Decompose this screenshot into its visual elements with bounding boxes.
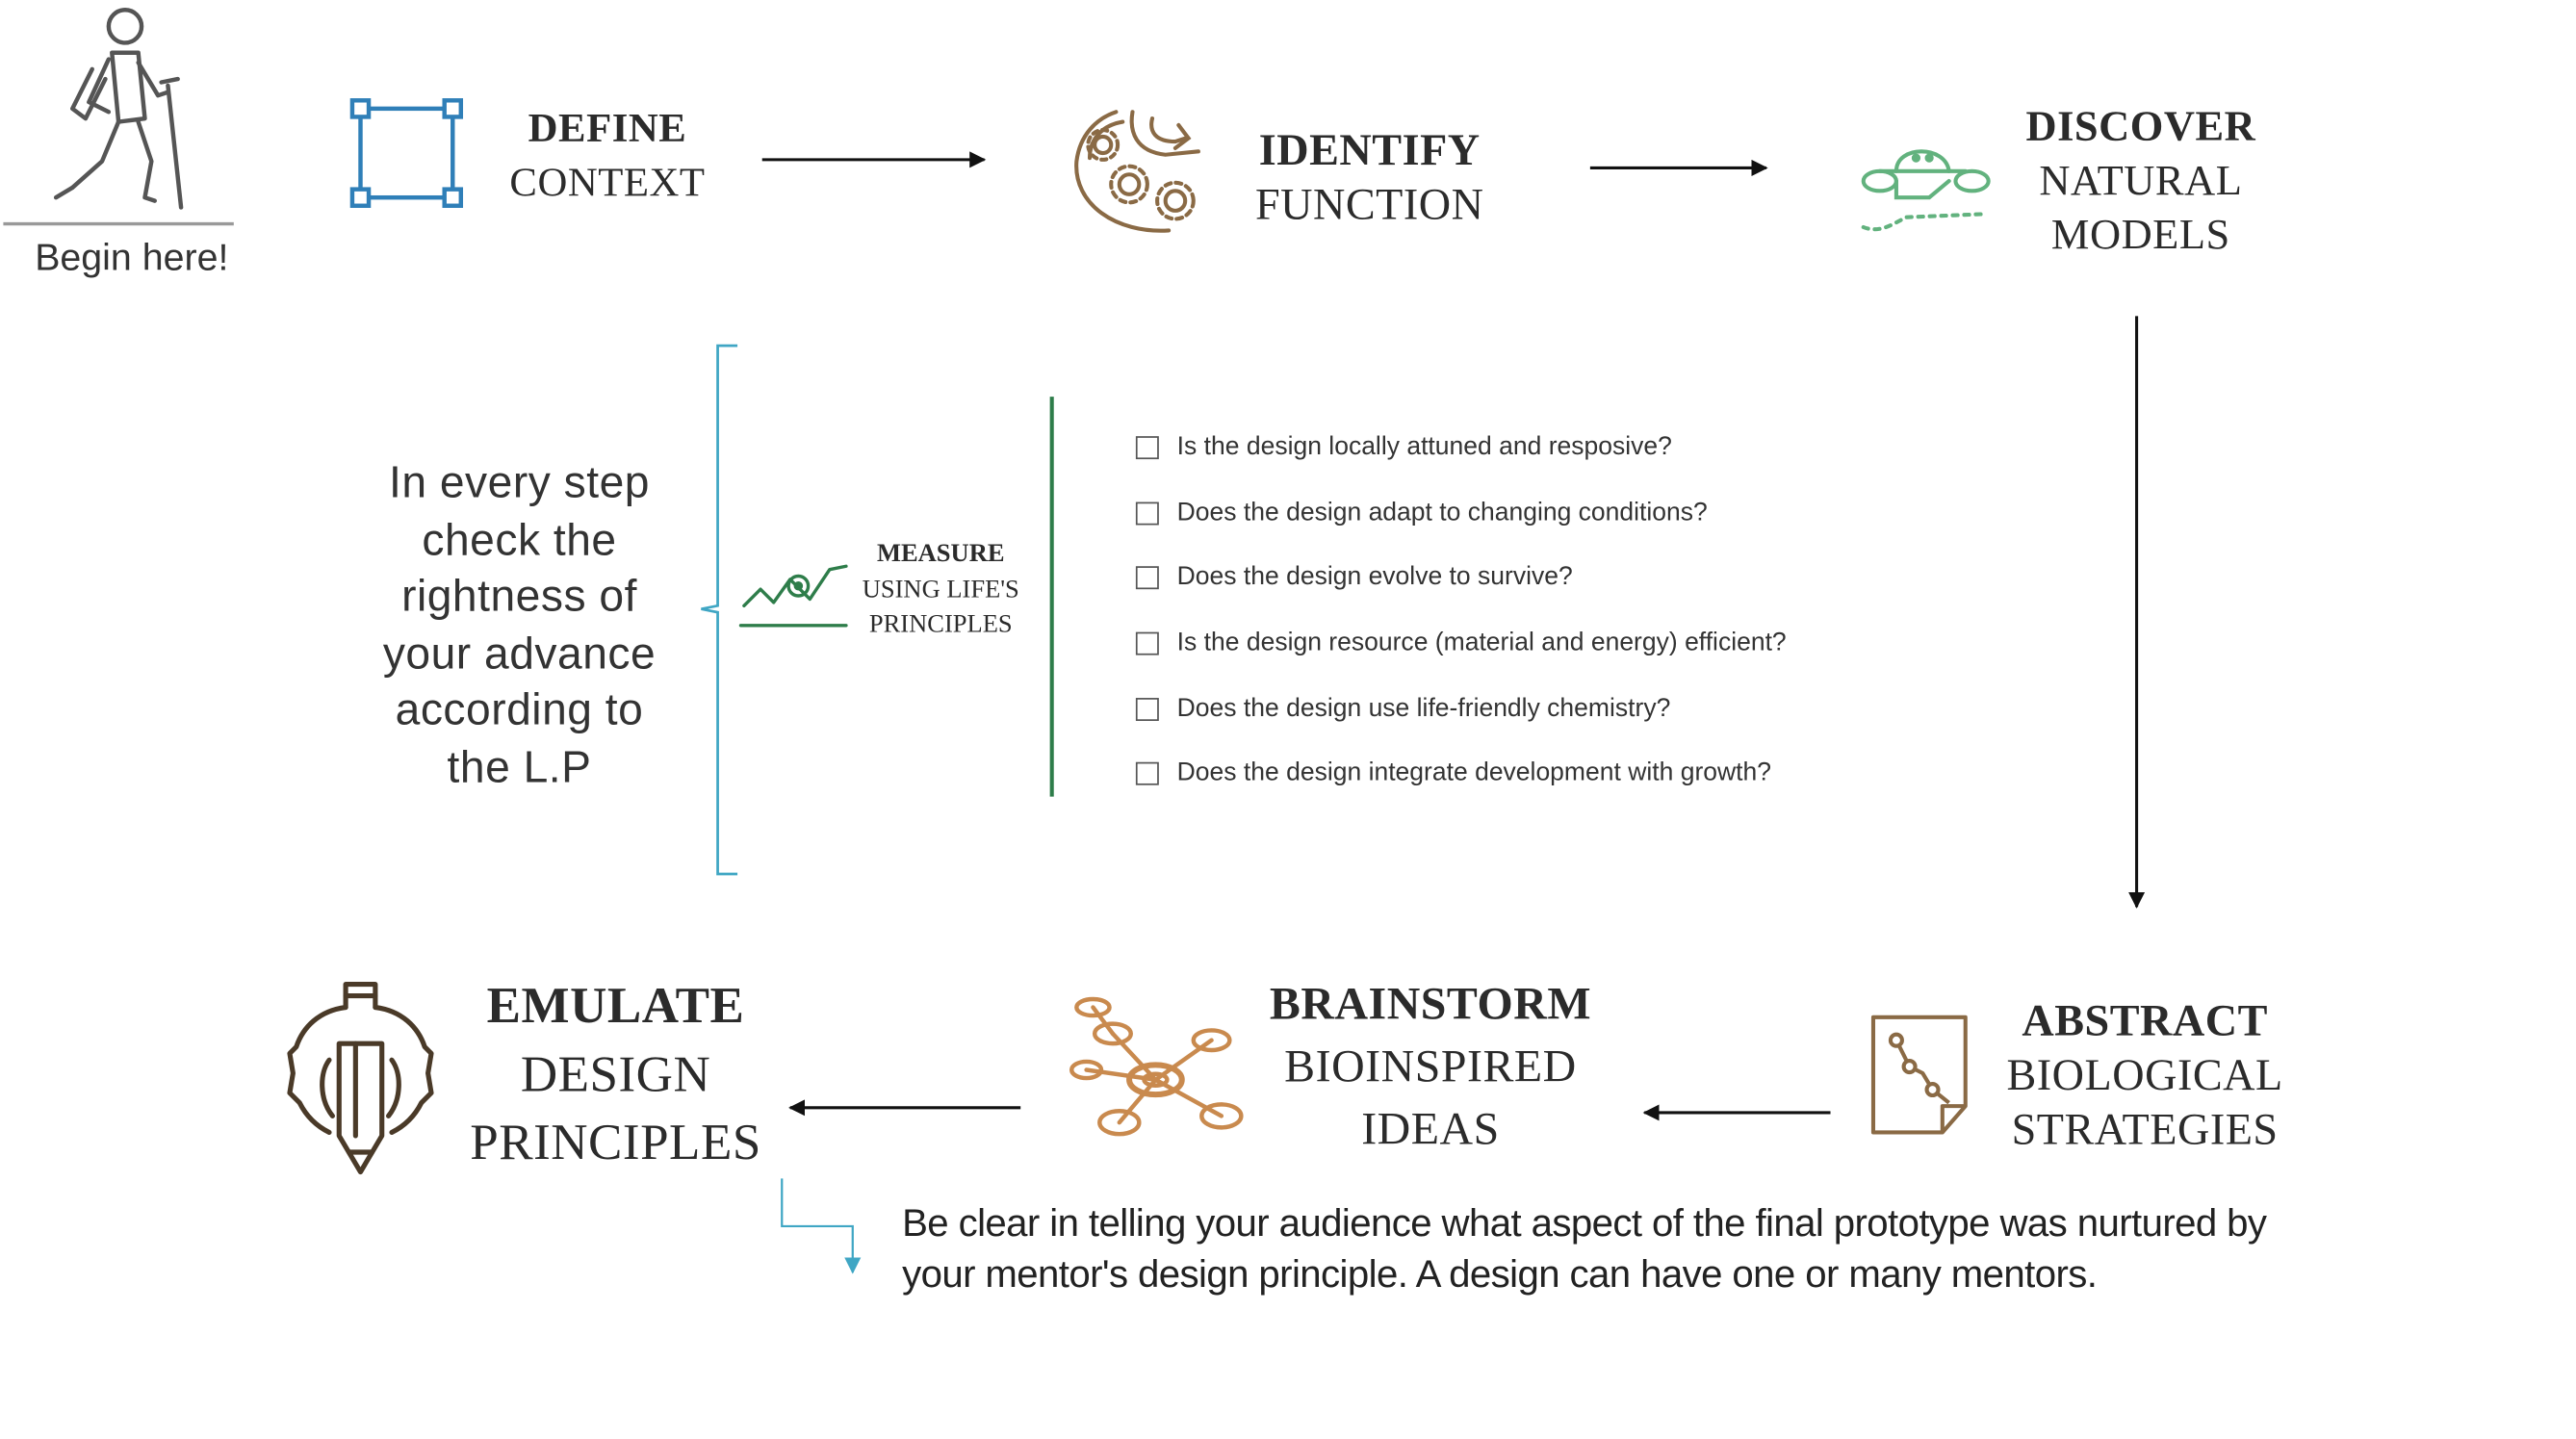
checklist-item-label: Does the design integrate development wi… — [1176, 758, 1772, 787]
gear-pencil-icon — [287, 982, 434, 1175]
gears-icon — [1074, 110, 1200, 233]
measure-line2: USING LIFE'S — [862, 575, 1019, 604]
step-identify-line1: IDENTIFY — [1258, 124, 1481, 175]
step-discover-line2: NATURAL — [2039, 156, 2243, 205]
step-abstract-biological-strategies: ABSTRACT BIOLOGICAL STRATEGIES — [1996, 994, 2295, 1157]
step-brainstorm-line1: BRAINSTORM — [1269, 979, 1592, 1031]
checklist-item-label: Does the design adapt to changing condit… — [1176, 498, 1708, 527]
side-note-line3: rightness of — [401, 571, 637, 621]
step-discover-line3: MODELS — [2050, 210, 2230, 259]
step-abstract-line3: STRATEGIES — [2011, 1104, 2279, 1154]
checkbox[interactable] — [1135, 501, 1159, 525]
step-brainstorm-line2: BIOINSPIRED — [1284, 1041, 1577, 1093]
checklist-item: Does the design adapt to changing condit… — [1135, 480, 1787, 546]
step-emulate-line1: EMULATE — [486, 976, 745, 1034]
step-identify-line2: FUNCTION — [1254, 179, 1484, 229]
checklist-item: Does the design integrate development wi… — [1135, 741, 1787, 807]
checkbox[interactable] — [1135, 566, 1159, 590]
step-define-line1: DEFINE — [528, 107, 687, 152]
mentor-note-line2: your mentor's design principle. A design… — [902, 1252, 2098, 1296]
checklist-item: Is the design resource (material and ene… — [1135, 611, 1787, 677]
step-identify-function: IDENTIFY FUNCTION — [1238, 123, 1502, 232]
checkbox[interactable] — [1135, 631, 1159, 655]
step-emulate-line2: DESIGN — [520, 1043, 711, 1102]
natural-model-icon — [1861, 149, 1991, 232]
hiker-icon — [53, 8, 184, 210]
step-define-line2: CONTEXT — [509, 161, 706, 206]
step-define-context: DEFINE CONTEXT — [494, 102, 721, 211]
checkbox[interactable] — [1135, 435, 1159, 459]
checklist-item-label: Is the design locally attuned and respos… — [1176, 432, 1672, 461]
step-brainstorm-line3: IDEAS — [1361, 1104, 1500, 1156]
checklist-item-label: Is the design resource (material and ene… — [1176, 629, 1787, 657]
life-principles-checklist: Is the design locally attuned and respos… — [1135, 415, 1787, 807]
step-discover-line1: DISCOVER — [2025, 102, 2256, 150]
step-abstract-line2: BIOLOGICAL — [2006, 1049, 2283, 1100]
checkbox[interactable] — [1135, 762, 1159, 786]
checklist-item-label: Does the design use life-friendly chemis… — [1176, 693, 1671, 722]
side-note-line6: the L.P — [447, 741, 592, 791]
measure-chart-icon — [738, 564, 848, 628]
arrow-emulate-to-note — [781, 1178, 862, 1274]
network-icon — [1069, 996, 1244, 1137]
side-note-line4: your advance — [382, 628, 657, 678]
begin-here-label: Begin here! — [35, 235, 229, 278]
side-note-line2: check the — [422, 514, 617, 564]
side-note-line1: In every step — [388, 457, 650, 507]
step-abstract-line1: ABSTRACT — [2022, 995, 2268, 1045]
measure-line1: MEASURE — [876, 539, 1005, 568]
start-divider — [3, 221, 234, 225]
side-note: In every step check the rightness of you… — [350, 454, 688, 795]
checklist-item: Does the design use life-friendly chemis… — [1135, 676, 1787, 741]
document-path-icon — [1870, 1015, 1968, 1135]
step-brainstorm-bioinspired-ideas: BRAINSTORM BIOINSPIRED IDEAS — [1261, 974, 1600, 1162]
measure-line3: PRINCIPLES — [868, 610, 1013, 639]
step-discover-natural-models: DISCOVER NATURAL MODELS — [2022, 99, 2260, 262]
frame-icon — [349, 98, 464, 208]
checkbox[interactable] — [1135, 697, 1159, 721]
side-note-line5: according to — [395, 684, 644, 734]
bracket-brace — [701, 344, 738, 876]
measure-label: MEASURE USING LIFE'S PRINCIPLES — [846, 536, 1036, 642]
checklist-item: Is the design locally attuned and respos… — [1135, 415, 1787, 480]
mentor-note-line1: Be clear in telling your audience what a… — [902, 1201, 2267, 1245]
step-emulate-line3: PRINCIPLES — [470, 1112, 761, 1170]
checklist-item-label: Does the design evolve to survive? — [1176, 563, 1573, 592]
checklist-item: Does the design evolve to survive? — [1135, 546, 1787, 611]
step-emulate-design-principles: EMULATE DESIGN PRINCIPLES — [457, 971, 773, 1176]
mentor-note: Be clear in telling your audience what a… — [902, 1198, 2576, 1300]
